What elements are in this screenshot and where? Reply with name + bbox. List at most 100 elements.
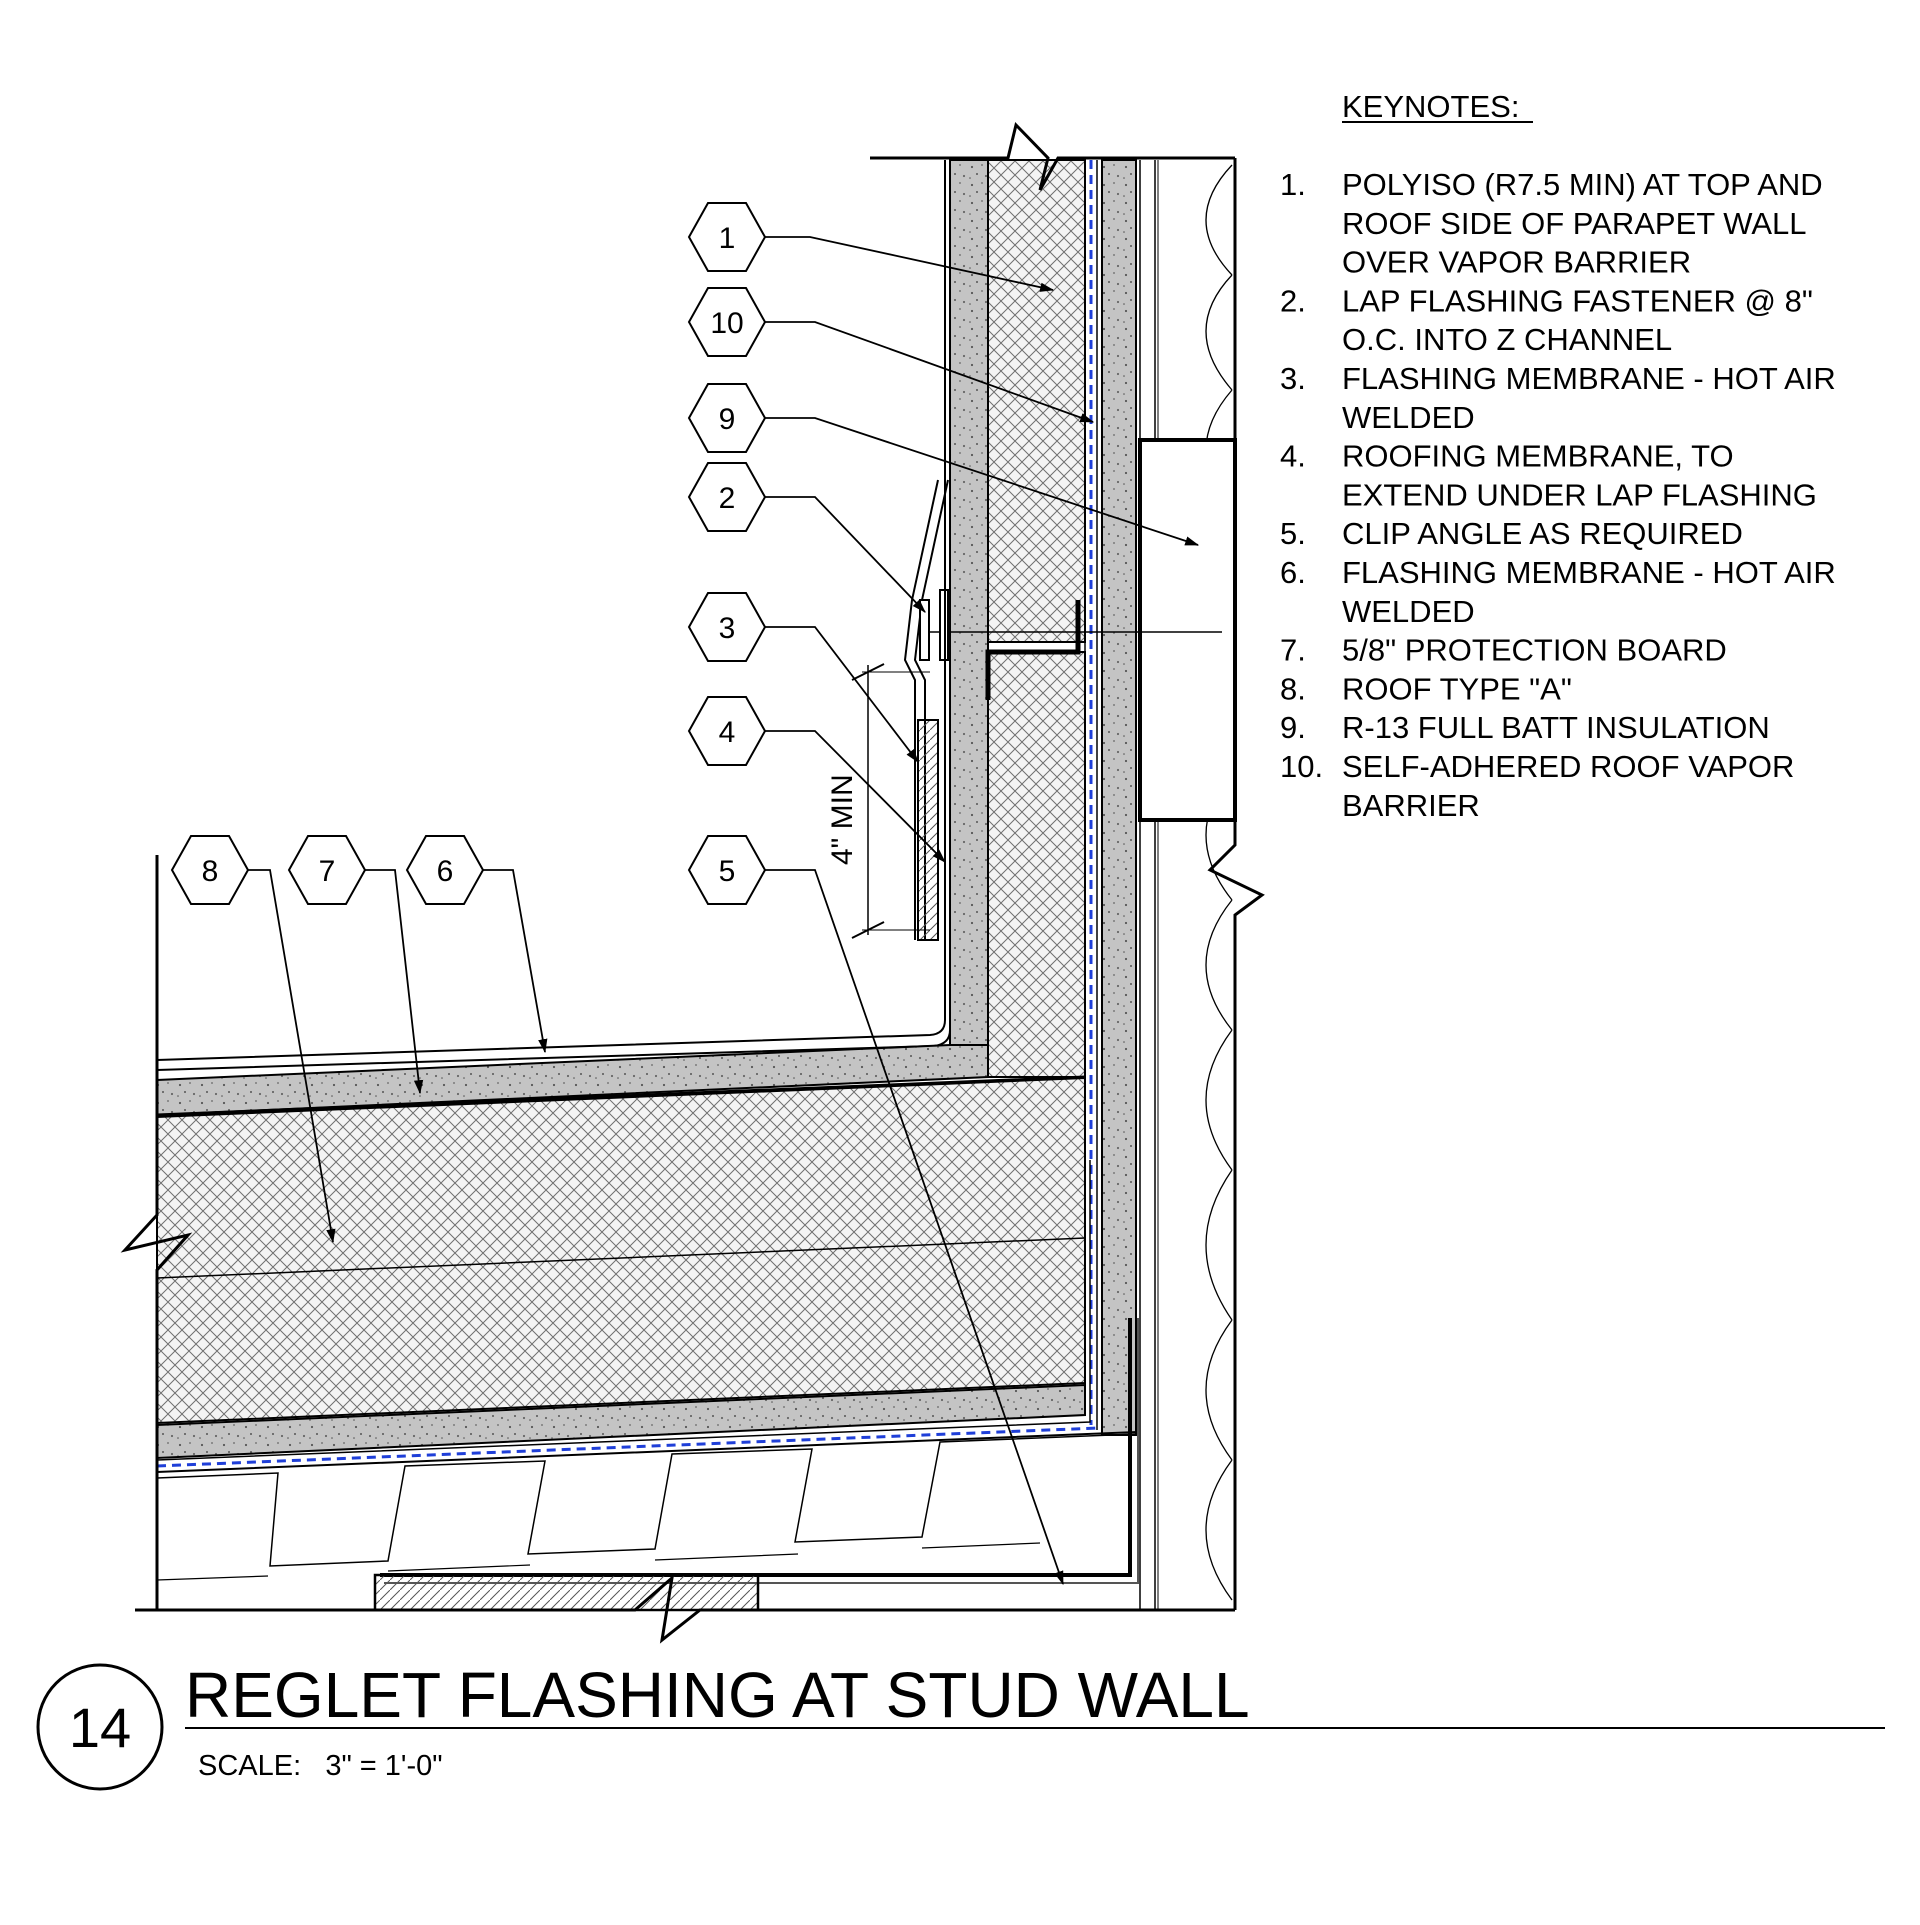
keynote-text-line: SELF-ADHERED ROOF VAPOR xyxy=(1342,749,1794,784)
tag-hexagon xyxy=(687,287,767,357)
dimension-label: 4" MIN xyxy=(826,774,859,865)
keynote-tag-3: 3 xyxy=(687,592,767,662)
keynote-number: 9. xyxy=(1280,710,1306,745)
header-blocking xyxy=(1138,438,1237,822)
keynote-number: 4. xyxy=(1280,439,1306,474)
keynote-tag-4: 4 xyxy=(687,696,767,766)
keynote-item: 9. R-13 FULL BATT INSULATION xyxy=(1280,710,1770,745)
flashing-membrane-hatch xyxy=(917,719,939,941)
batt-insulation xyxy=(1205,164,1233,1601)
keynote-text-line: CLIP ANGLE AS REQUIRED xyxy=(1342,516,1743,551)
keynotes-panel: KEYNOTES: 1. POLYISO (R7.5 MIN) AT TOP AN… xyxy=(1280,89,1836,823)
leader-line-6 xyxy=(483,869,548,1054)
right-break-line xyxy=(1207,158,1265,1610)
keynote-text-line: ROOF TYPE "A" xyxy=(1342,671,1572,706)
tag-label: 10 xyxy=(710,307,743,340)
keynote-item: 6. FLASHING MEMBRANE - HOT AIR WELDED xyxy=(1280,555,1836,629)
detail-title: REGLET FLASHING AT STUD WALL xyxy=(185,1659,1250,1731)
leader-line-4 xyxy=(765,730,946,863)
tag-hexagon xyxy=(170,835,250,905)
title-block: 14 REGLET FLASHING AT STUD WALL SCALE: 3… xyxy=(36,1659,1885,1791)
tag-label: 2 xyxy=(719,482,736,515)
tag-hexagon xyxy=(687,696,767,766)
keynote-list: 1. POLYISO (R7.5 MIN) AT TOP AND ROOF SIDE… xyxy=(1280,167,1836,823)
keynote-number: 3. xyxy=(1280,361,1306,396)
keynote-text-line: FLASHING MEMBRANE - HOT AIR xyxy=(1342,361,1836,396)
keynote-number: 6. xyxy=(1280,555,1306,590)
tag-label: 9 xyxy=(719,403,736,436)
keynote-number: 1. xyxy=(1280,167,1306,202)
tag-label: 4 xyxy=(719,716,736,749)
tag-label: 7 xyxy=(319,855,336,888)
tag-hexagon xyxy=(687,462,767,532)
keynote-tag-2: 2 xyxy=(687,462,767,532)
keynotes-heading: KEYNOTES: xyxy=(1342,89,1519,124)
protection-board-outer xyxy=(949,159,989,1046)
metal-deck xyxy=(156,1433,1137,1567)
tag-label: 1 xyxy=(719,222,736,255)
sheathing-board xyxy=(1101,159,1137,1436)
leader-line-8 xyxy=(248,869,336,1244)
keynote-text-line: BARRIER xyxy=(1342,788,1480,823)
tag-label: 3 xyxy=(719,612,736,645)
steel-beam xyxy=(373,1573,760,1612)
leader-line-1 xyxy=(765,236,1055,292)
detail-number: 14 xyxy=(69,1696,131,1759)
leader-line-7 xyxy=(365,869,424,1095)
keynote-text-line: EXTEND UNDER LAP FLASHING xyxy=(1342,477,1817,512)
keynote-number: 2. xyxy=(1280,283,1306,318)
left-break-line xyxy=(120,855,193,1610)
keynote-tag-8: 8 xyxy=(170,835,250,905)
keynote-tags: 1 10 9 2 3 4 5 8 7 6 xyxy=(170,202,767,905)
roof-insulation xyxy=(156,1076,1086,1425)
leaders xyxy=(248,236,1200,1586)
keynote-item: 8. ROOF TYPE "A" xyxy=(1280,671,1572,706)
keynote-tag-7: 7 xyxy=(287,835,367,905)
leader-line-2 xyxy=(765,496,926,613)
tag-hexagon xyxy=(687,202,767,272)
vapor-barrier-horizontal xyxy=(156,1426,1099,1468)
tag-label: 6 xyxy=(437,855,454,888)
detail-number-circle xyxy=(36,1663,164,1791)
keynote-item: 10. SELF-ADHERED ROOF VAPOR BARRIER xyxy=(1280,749,1794,823)
keynote-text-line: 5/8" PROTECTION BOARD xyxy=(1342,633,1727,668)
keynote-text-line: OVER VAPOR BARRIER xyxy=(1342,245,1691,280)
bottom-break-line xyxy=(135,1574,1235,1644)
z-channel xyxy=(985,600,1081,700)
leader-line-9 xyxy=(765,417,1200,546)
tag-hexagon xyxy=(405,835,485,905)
keynote-text-line: POLYISO (R7.5 MIN) AT TOP AND xyxy=(1342,167,1823,202)
keynote-tag-6: 6 xyxy=(405,835,485,905)
tag-hexagon xyxy=(687,592,767,662)
keynote-text-line: O.C. INTO Z CHANNEL xyxy=(1342,322,1672,357)
tag-hexagon xyxy=(287,835,367,905)
keynote-tag-10: 10 xyxy=(687,287,767,357)
keynote-number: 10. xyxy=(1280,749,1323,784)
keynote-tag-5: 5 xyxy=(687,835,767,905)
keynote-item: 1. POLYISO (R7.5 MIN) AT TOP AND ROOF SIDE… xyxy=(1280,167,1823,280)
keynote-text-line: ROOFING MEMBRANE, TO xyxy=(1342,439,1734,474)
leader-line-10 xyxy=(765,321,1095,423)
keynote-number: 5. xyxy=(1280,516,1306,551)
top-break-line xyxy=(870,122,1235,191)
keynote-text-line: R-13 FULL BATT INSULATION xyxy=(1342,710,1770,745)
scale-label: SCALE: 3" = 1'-0" xyxy=(198,1750,443,1782)
keynote-text-line: LAP FLASHING FASTENER @ 8" xyxy=(1342,283,1813,318)
leader-line-5 xyxy=(765,869,1064,1586)
keynote-text-line: FLASHING MEMBRANE - HOT AIR xyxy=(1342,555,1836,590)
keynote-item: 5. CLIP ANGLE AS REQUIRED xyxy=(1280,516,1743,551)
keynote-number: 8. xyxy=(1280,671,1306,706)
roof-assembly xyxy=(120,160,1235,1644)
keynote-tag-1: 1 xyxy=(687,202,767,272)
tag-label: 8 xyxy=(202,855,219,888)
tag-label: 5 xyxy=(719,855,736,888)
polyiso-lower xyxy=(987,651,1086,1078)
keynote-number: 7. xyxy=(1280,633,1306,668)
keynote-text-line: WELDED xyxy=(1342,594,1475,629)
keynote-text-line: ROOF SIDE OF PARAPET WALL xyxy=(1342,206,1807,241)
leader-line-3 xyxy=(765,626,919,763)
